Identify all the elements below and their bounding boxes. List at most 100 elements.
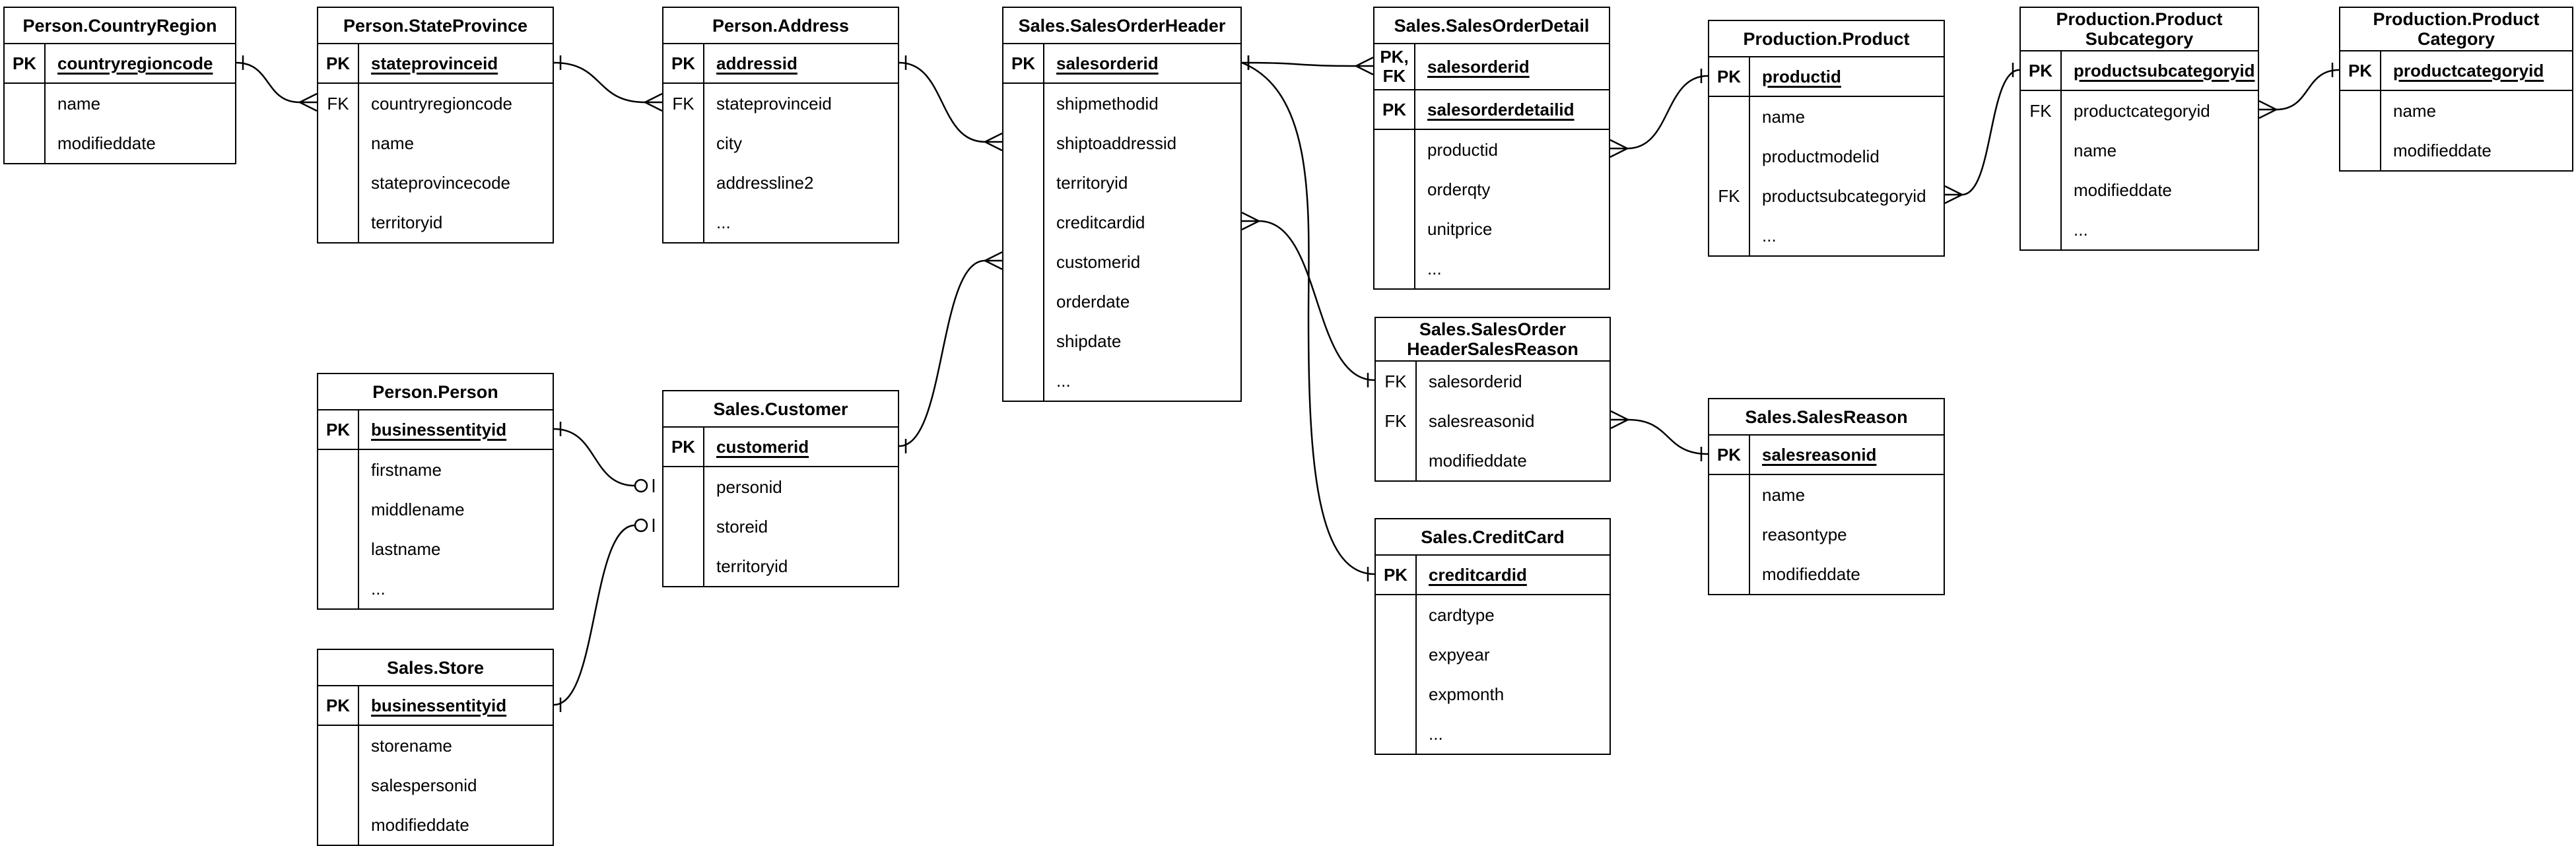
field-row-creditcardid: creditcardid <box>1003 203 1240 242</box>
rel-sales-store-businessentityid--sales-customer-storeid <box>553 518 655 712</box>
field-row-modifieddate: modifieddate <box>5 123 235 163</box>
field-row-name: name <box>2340 91 2572 131</box>
field-name: productcategoryid <box>2393 60 2544 81</box>
field-name: storename <box>371 735 452 756</box>
rel-production-product-productsubcategoryid--production-productsubcategory-productsubcategoryid-line <box>1961 69 2020 196</box>
key-badge: PK <box>1709 436 1750 474</box>
field-name: unitprice <box>1427 218 1493 239</box>
key-badge: PK <box>318 686 359 725</box>
key-badge: PK <box>1003 44 1044 82</box>
field-name-ellipsis: ... <box>2074 219 2088 240</box>
field-name: shipdate <box>1056 331 1122 351</box>
field-name: expyear <box>1429 644 1490 665</box>
table-title: Sales.SalesOrder HeaderSalesReason <box>1376 318 1610 362</box>
field-name-ellipsis: ... <box>1427 258 1442 278</box>
rel-sales-salesorderheadersalesreason-salesreasonid--sales-salesreason-salesreasonid-line <box>1627 418 1709 455</box>
key-badge <box>1709 475 1750 515</box>
key-badge <box>663 507 704 546</box>
field-row-storeid: storeid <box>663 507 898 546</box>
key-badge: PK <box>1709 57 1750 96</box>
field-row-modifieddate: modifieddate <box>318 805 553 845</box>
field-row-productid: productid <box>1374 130 1609 170</box>
field-name: expmonth <box>1429 684 1505 704</box>
key-badge <box>1003 123 1044 163</box>
field-row-expyear: expyear <box>1376 635 1610 674</box>
field-row-ellipsis: ... <box>1374 249 1609 288</box>
key-badge <box>5 84 46 123</box>
rel-sales-salesorderdetail-productid--production-product-productid-from-crowsfoot <box>1610 139 1628 158</box>
rel-person-person-businessentityid--sales-customer-personid-to-zero-circle <box>634 478 648 493</box>
field-name: stateprovincecode <box>371 172 511 193</box>
field-row-personid: personid <box>663 467 898 507</box>
key-badge <box>318 529 359 569</box>
table-title: Sales.CreditCard <box>1376 519 1610 556</box>
rel-sales-salesorderheader-salesorderid--sales-creditcard-creditcardid-line <box>1241 61 1375 575</box>
field-name: countryregioncode <box>371 93 512 114</box>
field-name: firstname <box>371 459 442 480</box>
field-row-name: name <box>5 84 235 123</box>
field-name: city <box>716 133 742 153</box>
table-title: Person.Person <box>318 374 553 410</box>
field-name: name <box>1762 484 1806 505</box>
table-title: Person.CountryRegion <box>5 8 235 44</box>
rel-sales-salesorderdetail-productid--production-product-productid-line <box>1627 75 1709 150</box>
key-badge <box>1003 203 1044 242</box>
rel-sales-salesorderheader-creditcardid--sales-salesorderheadersalesreason-salesorderid-line <box>1258 220 1375 381</box>
field-name: creditcardid <box>1056 212 1145 232</box>
field-name: modifieddate <box>371 814 469 835</box>
key-badge <box>1709 515 1750 554</box>
rel-person-person-businessentityid--sales-customer-personid-line <box>553 428 636 487</box>
field-name: stateprovinceid <box>371 53 498 73</box>
field-name: personid <box>716 476 782 497</box>
field-name: salespersonid <box>371 775 477 795</box>
field-row-unitprice: unitprice <box>1374 209 1609 249</box>
field-row-ellipsis: ... <box>1709 216 1944 255</box>
field-name: cardtype <box>1429 604 1495 625</box>
key-badge <box>1374 170 1415 209</box>
rel-person-stateprovince-stateprovinceid--person-address-stateprovinceid-to-crowsfoot <box>644 92 663 112</box>
field-row-modifieddate: modifieddate <box>2340 131 2572 170</box>
field-name: businessentityid <box>371 419 507 439</box>
field-name: salesorderid <box>1427 56 1530 77</box>
key-badge <box>1376 441 1417 480</box>
field-row-modifieddate: modifieddate <box>1376 441 1610 480</box>
field-name: name <box>57 93 101 114</box>
key-badge <box>1374 249 1415 288</box>
key-badge <box>1376 714 1417 754</box>
field-row-modifieddate: modifieddate <box>2021 170 2258 210</box>
field-name: salesorderid <box>1056 53 1159 73</box>
rel-person-person-businessentityid--sales-customer-personid <box>553 422 655 493</box>
field-row-orderqty: orderqty <box>1374 170 1609 209</box>
key-badge: PK, FK <box>1374 44 1415 89</box>
field-name: lastname <box>371 538 441 559</box>
table-title: Sales.SalesOrderDetail <box>1374 8 1609 44</box>
field-row-name: name <box>1709 97 1944 137</box>
key-badge <box>1376 674 1417 714</box>
field-row-shipdate: shipdate <box>1003 321 1240 361</box>
field-row-salesorderid: PK, FK salesorderid <box>1374 44 1609 90</box>
rel-sales-salesorderheader-creditcardid--sales-salesorderheadersalesreason-salesorderid <box>1241 211 1375 387</box>
key-badge <box>1003 163 1044 203</box>
key-badge <box>1374 209 1415 249</box>
field-name: territoryid <box>371 212 443 232</box>
rel-sales-salesorderheader-salesorderid--sales-salesorderdetail-salesorderid-line <box>1241 61 1357 67</box>
field-name: storeid <box>716 516 768 537</box>
rel-sales-customer-customerid--sales-salesorderheader-customerid-to-crowsfoot <box>984 251 1003 271</box>
field-name-ellipsis: ... <box>371 578 386 599</box>
key-badge <box>1003 361 1044 401</box>
rel-production-productsubcategory-productcategoryid--production-productcategory-productcategoryid-from-crowsfoot <box>2258 100 2277 119</box>
field-row-firstname: firstname <box>318 450 553 490</box>
field-name: productsubcategoryid <box>1762 185 1926 206</box>
field-row-shiptoaddressid: shiptoaddressid <box>1003 123 1240 163</box>
